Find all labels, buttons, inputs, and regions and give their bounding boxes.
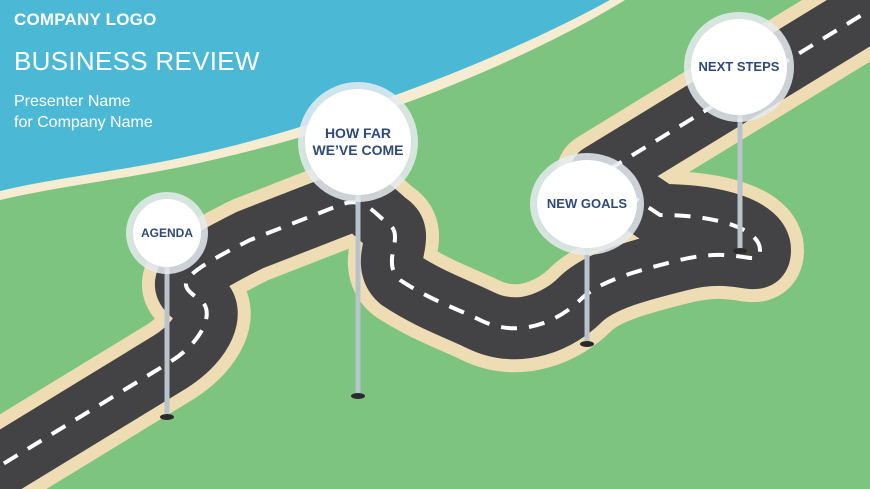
how-far-line1: HOW FAR <box>324 124 392 141</box>
presenter-info: Presenter Name for Company Name <box>14 91 260 133</box>
new-goals-sign-label: NEW GOALS <box>546 195 628 211</box>
agenda-sign[interactable]: AGENDA <box>133 199 201 267</box>
agenda-pole-base <box>160 414 174 420</box>
lane-markings <box>0 8 870 469</box>
agenda-sign-label: AGENDA <box>140 225 193 240</box>
new-goals-sign[interactable]: NEW GOALS <box>537 160 637 248</box>
company-logo: COMPANY LOGO <box>14 10 157 29</box>
how-far-sign[interactable]: HOW FAR WE’VE COME <box>305 89 411 195</box>
company-name: for Company Name <box>14 114 153 131</box>
next-steps-sign-label: NEXT STEPS <box>698 58 780 74</box>
new-goals-pole-base <box>580 341 594 347</box>
slide-title: BUSINESS REVIEW <box>14 46 260 76</box>
next-steps-pole-base <box>733 248 747 254</box>
title-block: COMPANY LOGO BUSINESS REVIEW Presenter N… <box>14 10 260 133</box>
how-far-pole-base <box>351 393 365 399</box>
how-far-line2: WE’VE COME <box>312 142 404 158</box>
next-steps-sign[interactable]: NEXT STEPS <box>691 19 787 115</box>
presenter-name: Presenter Name <box>14 93 131 110</box>
water <box>0 0 610 191</box>
